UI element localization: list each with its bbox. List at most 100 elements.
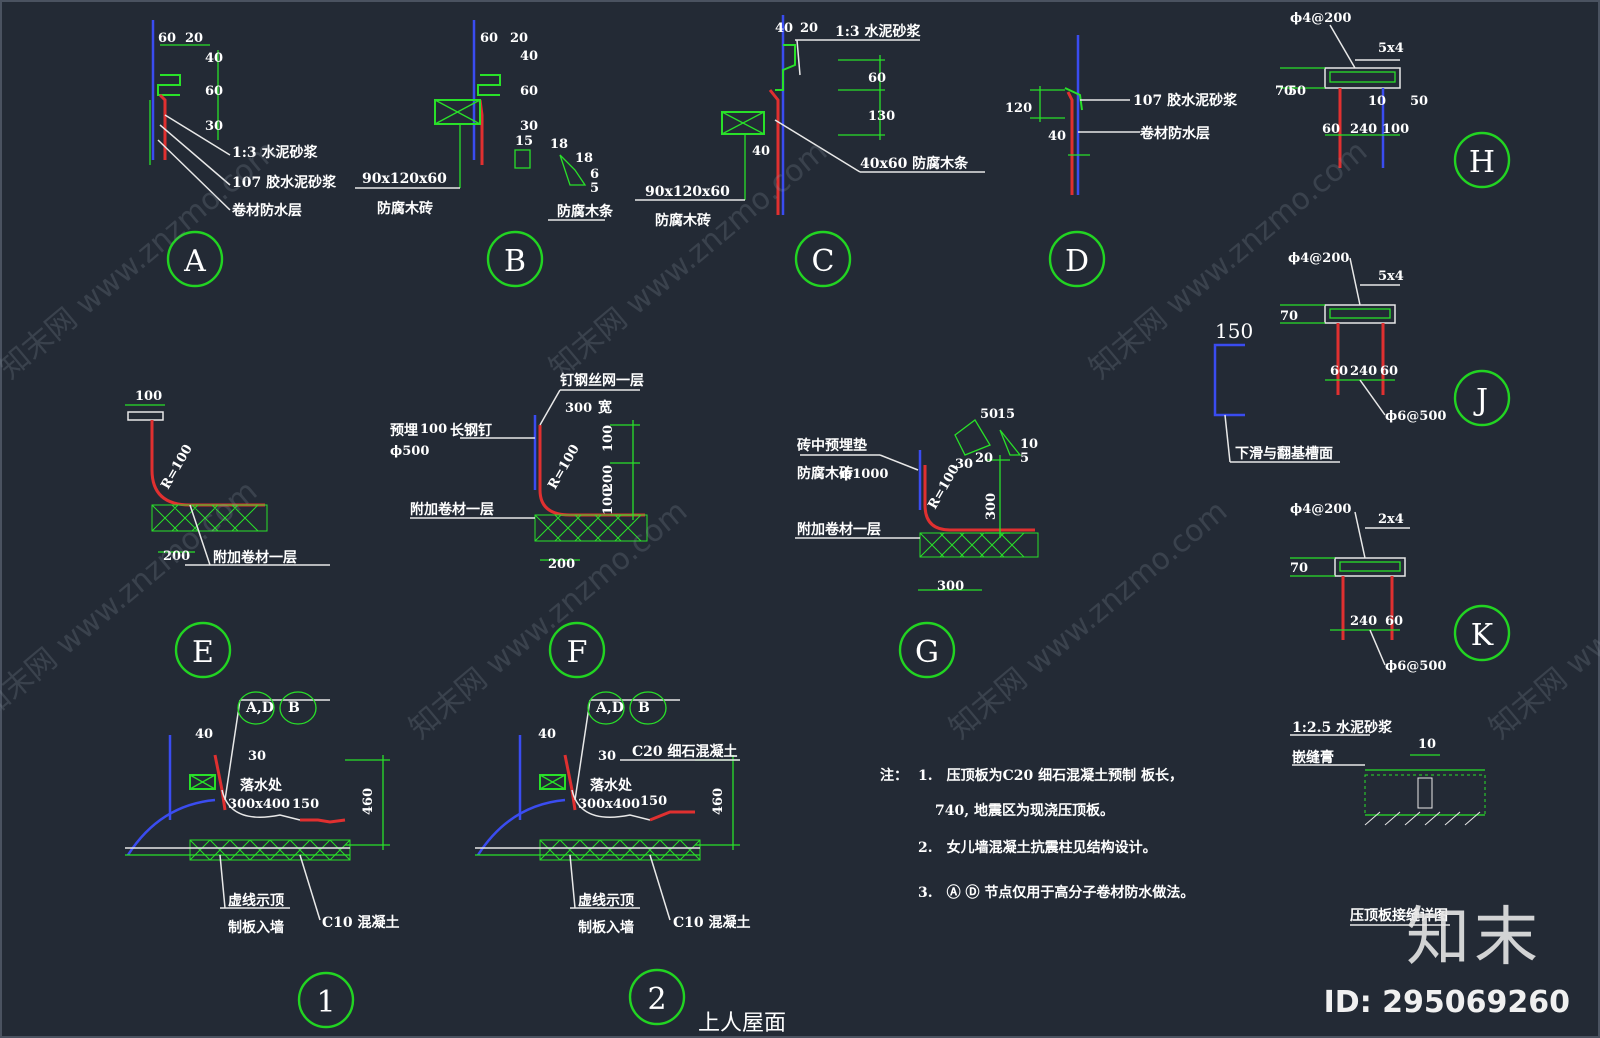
brand-logo: 知末 (1406, 901, 1542, 975)
label-1-slab: 制板入墙 (228, 919, 284, 936)
label-c-mortar: 1:3 水泥砂浆 (835, 23, 922, 40)
label-a-1: 1:3 水泥砂浆 (232, 144, 319, 161)
dim-f-radius: R=100 (545, 442, 582, 492)
detail-1-callout (297, 971, 355, 1029)
label-2-c20: C20 细石混凝土 (632, 743, 738, 760)
label-k-bar2: ϕ6@500 (1385, 659, 1446, 674)
label-g-brick: 防腐木砖 (797, 465, 853, 482)
dim-a-60b: 60 (205, 84, 223, 99)
detail-a: 60 20 40 60 30 1:3 水泥砂浆 107 胶水泥砂浆 卷材防水层 … (149, 20, 337, 288)
label-b-strip: 防腐木条 (557, 203, 614, 220)
dim-f-200b: 200 (548, 557, 575, 572)
label-f-nail: 长钢钉 (450, 422, 492, 439)
dim-d-120: 120 (1005, 101, 1032, 116)
ref-2-ad: A,D (595, 700, 624, 716)
ref-1-b: B (288, 700, 300, 716)
dim-c-20: 20 (800, 21, 818, 36)
label-1-drain: 落水处 (240, 777, 283, 794)
watermark-1: 知末网 www.znzmo.com (0, 134, 284, 386)
label-a-3: 卷材防水层 (231, 202, 302, 219)
label-e-membrane: 附加卷材一层 (213, 549, 297, 566)
dim-c-40: 40 (775, 21, 793, 36)
dim-j-240: 240 (1350, 364, 1377, 379)
detail-c: 40 20 60 130 40 1:3 水泥砂浆 90x120x60 防腐木砖 … (635, 15, 985, 288)
detail-j-letter: J (1473, 383, 1488, 418)
label-f-mesh: 钉钢丝网一层 (560, 372, 644, 389)
label-2-slab: 制板入墙 (578, 919, 634, 936)
dim-h-100: 100 (1382, 122, 1409, 137)
detail-2-number: 2 (647, 982, 666, 1017)
detail-1-number: 1 (316, 985, 335, 1020)
detail-e: 100 200 R=100 附加卷材一层 E (125, 389, 330, 679)
label-g-embed: 砖中预埋垫 (797, 437, 867, 454)
ref-2-b: B (638, 700, 650, 716)
label-1-dash: 虚线示顶 (228, 892, 284, 909)
dim-j-70: 70 (1280, 309, 1298, 324)
label-k-bar: ϕ4@200 (1290, 502, 1351, 517)
dim-2-150: 150 (640, 794, 667, 809)
label-f-embed: 预埋 (390, 423, 418, 439)
detail-h-letter: H (1469, 145, 1495, 180)
dim-2-size: 300x400 (578, 797, 640, 812)
dim-b-18: 18 (550, 137, 568, 152)
detail-a-letter: A (183, 244, 206, 279)
dim-f-100a: 100 (601, 425, 616, 452)
detail-k-callout (1453, 604, 1511, 662)
dim-b-15: 15 (515, 134, 533, 149)
dim-d-40: 40 (1048, 129, 1066, 144)
watermark-4: 知末网 www.znzmo.com (0, 474, 264, 726)
notes-prefix: 注： (880, 767, 908, 784)
label-150: 下滑与翻基槽面 (1235, 445, 1333, 462)
detail-e-letter: E (192, 635, 214, 670)
detail-a-callout (166, 230, 224, 288)
dim-a-30: 30 (205, 119, 223, 134)
detail-d-letter: D (1065, 244, 1089, 279)
dim-1-40: 40 (195, 727, 213, 742)
note-2: 2. 女儿墙混凝土抗震柱见结构设计。 (918, 839, 1157, 856)
dim-b-18b: 18 (575, 151, 593, 166)
label-2-drain: 落水处 (590, 777, 633, 794)
dim-k-60: 60 (1385, 614, 1403, 629)
detail-joint: 1:2.5 水泥砂浆 10 嵌缝膏 压顶板接缝详图 (1290, 719, 1486, 926)
dim-e-200: 200 (163, 549, 190, 564)
label-g-membrane: 附加卷材一层 (797, 521, 881, 538)
watermark-6: 知末网 www.znzmo.com (943, 494, 1234, 746)
dim-1-460: 460 (361, 788, 376, 815)
dim-h-240: 240 (1350, 122, 1377, 137)
dim-f-200: 200 (601, 465, 616, 492)
detail-g-letter: G (915, 635, 939, 670)
detail-g-callout (898, 621, 956, 679)
dim-b-30: 30 (520, 119, 538, 134)
detail-2-callout (628, 968, 686, 1026)
detail-c-callout (794, 230, 852, 288)
dim-b-40: 40 (520, 49, 538, 64)
watermark-7: 知末网 www.znzmo.com (1483, 494, 1600, 746)
label-1-concrete: C10 混凝土 (322, 914, 400, 931)
detail-b: 60 20 40 60 30 15 18 18 6 5 90x120x60 防腐… (355, 20, 614, 288)
dim-a-60: 60 (158, 31, 176, 46)
dim-j-5x4: 5x4 (1378, 269, 1404, 284)
watermark-5: 知末网 www.znzmo.com (403, 494, 694, 746)
dim-k-70: 70 (1290, 561, 1308, 576)
dim-g-20: 20 (975, 451, 993, 466)
dim-2-40: 40 (538, 727, 556, 742)
dim-g-300v: 300 (984, 493, 999, 520)
detail-h-callout (1453, 131, 1511, 189)
note-1: 1. 压顶板为C20 细石混凝土预制 板长， (918, 767, 1183, 784)
detail-d-callout (1048, 230, 1106, 288)
dim-g-15: 15 (997, 407, 1015, 422)
label-f-width: 宽 (598, 399, 612, 416)
detail-f: 钉钢丝网一层 300 宽 预埋 100 长钢钉 ϕ500 100 200 100… (390, 372, 648, 679)
dim-b-5: 5 (590, 181, 599, 196)
label-d-mortar: 107 胶水泥砂浆 (1133, 92, 1238, 109)
watermark-2: 知末网 www.znzmo.com (543, 134, 834, 386)
dim-b-20: 20 (510, 31, 528, 46)
detail-150: 150 下滑与翻基槽面 (1213, 319, 1340, 463)
dim-k-240: 240 (1350, 614, 1377, 629)
dim-k-2x4: 2x4 (1378, 512, 1404, 527)
label-joint-sealant: 嵌缝膏 (1292, 749, 1334, 766)
dim-h-60: 60 (1322, 122, 1340, 137)
dim-f-300: 300 (565, 401, 592, 416)
